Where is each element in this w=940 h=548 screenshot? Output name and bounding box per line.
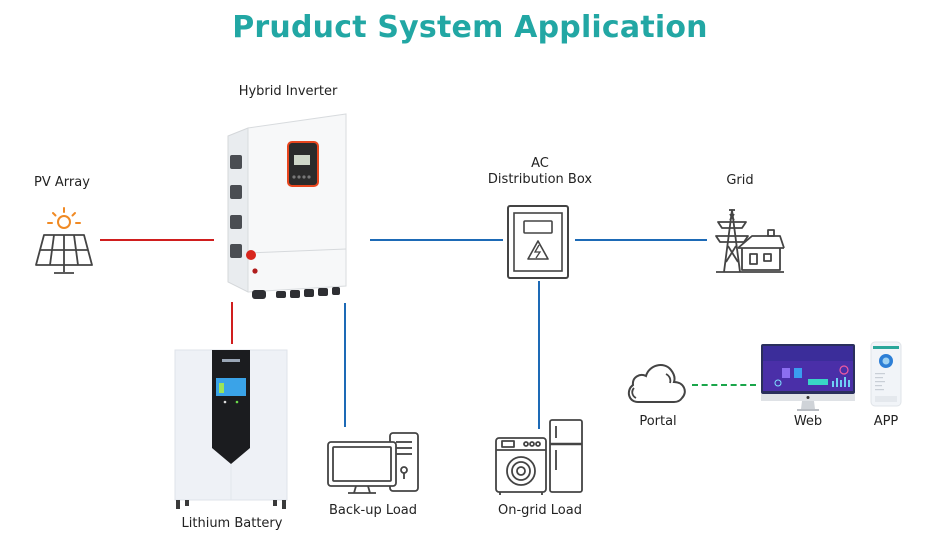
ongrid-load-label: On-grid Load: [498, 503, 582, 518]
power-tower-house-icon: [715, 209, 785, 273]
solar-panel-icon: [35, 207, 93, 274]
ac-label-line2: Distribution Box: [487, 172, 593, 187]
connection-inverter-battery: [231, 302, 233, 344]
distribution-box-icon: [507, 205, 569, 279]
inverter-image: [227, 113, 347, 299]
connection-acbox-ongrid: [538, 281, 540, 429]
web-label: Web: [793, 414, 823, 429]
lithium-battery-label: Lithium Battery: [181, 516, 283, 531]
smartphone-app-image: [870, 341, 902, 407]
page-title: Pruduct System Application: [232, 10, 708, 45]
cloud-icon: [627, 364, 686, 403]
washer-fridge-icon: [495, 419, 583, 495]
portal-label: Portal: [639, 414, 677, 429]
backup-load-label: Back-up Load: [328, 503, 418, 518]
connection-inverter-acbox: [370, 239, 503, 241]
ac-distribution-box-label: AC Distribution Box: [470, 156, 610, 188]
monitor-dashboard-image: [761, 344, 855, 411]
connection-acbox-grid: [575, 239, 707, 241]
battery-image: [174, 349, 288, 509]
pv-array-label: PV Array: [34, 175, 90, 190]
connection-pv-inverter: [100, 239, 214, 241]
app-label: APP: [873, 414, 899, 429]
ac-label-line1: AC: [531, 156, 549, 171]
connection-inverter-backup: [344, 303, 346, 427]
hybrid-inverter-label: Hybrid Inverter: [238, 84, 338, 99]
connection-portal-web: [692, 384, 756, 386]
grid-label: Grid: [726, 173, 754, 188]
desktop-computer-icon: [327, 432, 419, 494]
